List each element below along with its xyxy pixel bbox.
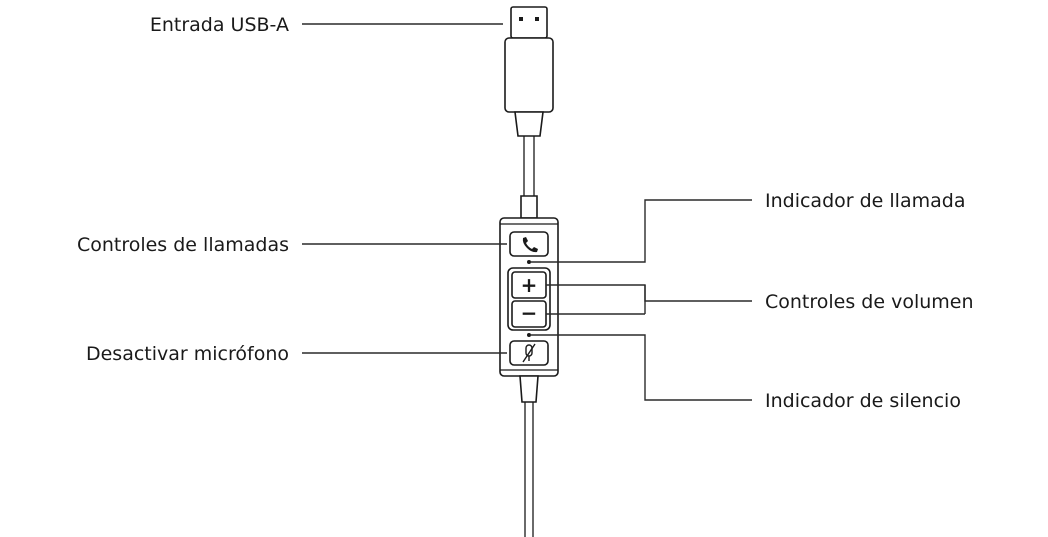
volume-up-button[interactable]: + xyxy=(511,271,547,299)
callout-volume-controls: Controles de volumen xyxy=(765,291,974,313)
mic-off-icon xyxy=(522,343,536,363)
call-button[interactable] xyxy=(509,231,549,257)
callout-call-indicator: Indicador de llamada xyxy=(765,190,965,212)
callout-usb-input: Entrada USB-A xyxy=(150,14,289,36)
usb-a-plug xyxy=(504,6,554,137)
mute-indicator-led xyxy=(527,333,531,337)
callout-mute-mic: Desactivar micrófono xyxy=(86,343,289,365)
callout-call-controls: Controles de llamadas xyxy=(77,234,289,256)
leader-lines xyxy=(302,23,752,401)
callout-mute-indicator: Indicador de silencio xyxy=(765,390,961,412)
mute-button[interactable] xyxy=(509,340,549,366)
call-indicator-led xyxy=(527,260,531,264)
volume-down-label: − xyxy=(521,301,538,325)
headset-cable-lower xyxy=(519,375,539,537)
usb-cable-upper xyxy=(520,136,538,219)
phone-icon xyxy=(522,237,538,253)
volume-down-button[interactable]: − xyxy=(511,300,547,328)
volume-up-label: + xyxy=(521,273,538,297)
